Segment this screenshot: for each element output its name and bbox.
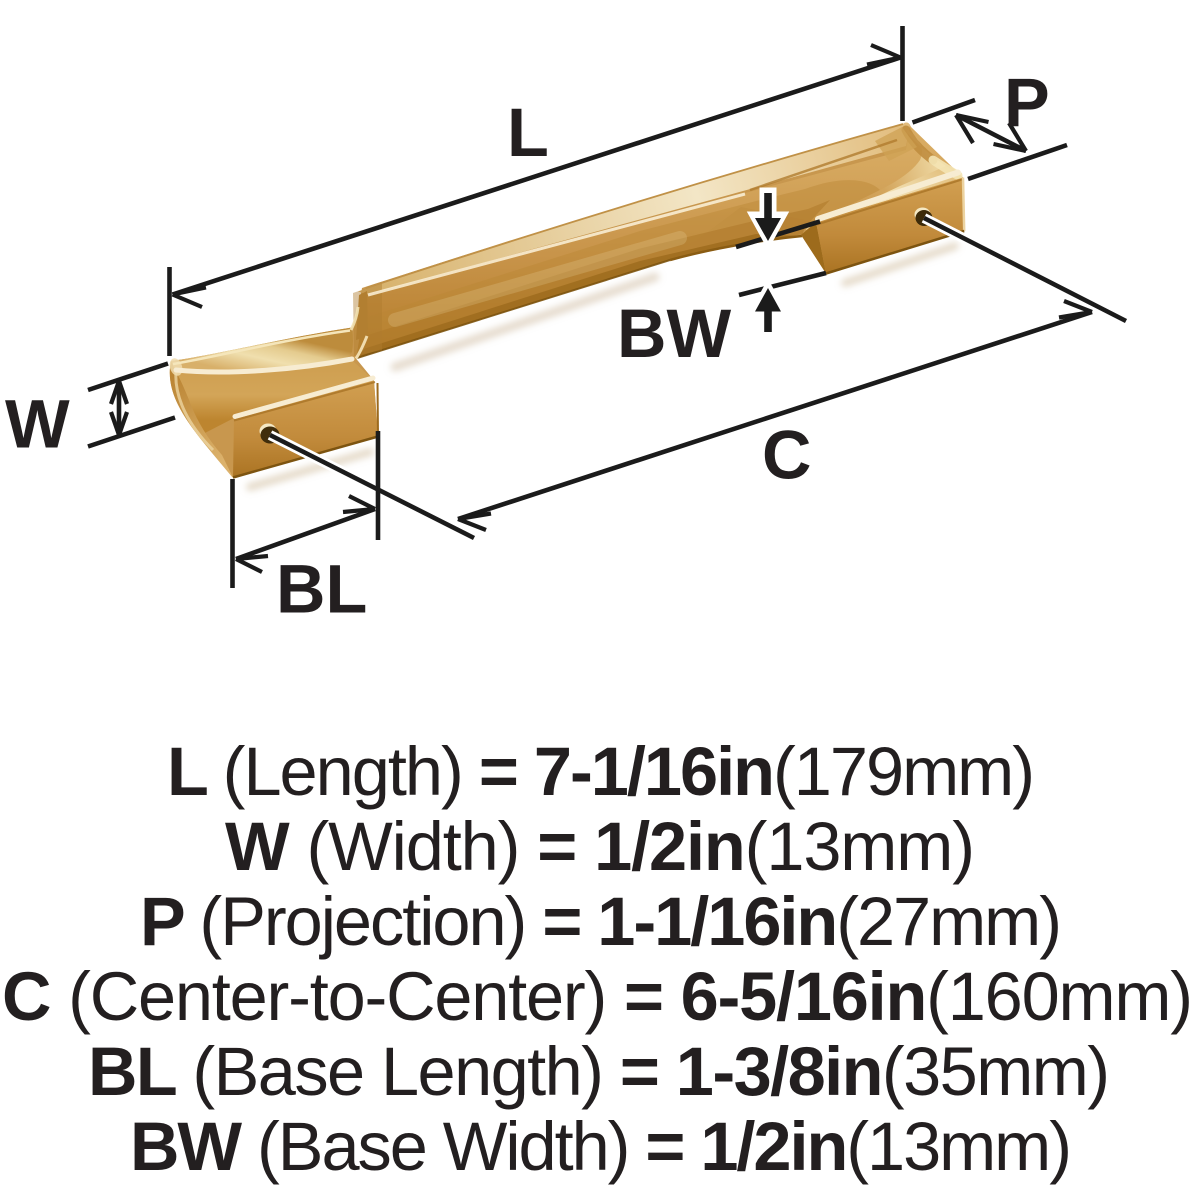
svg-text:BL (Base Length) = 1-3/8in(35m: BL (Base Length) = 1-3/8in(35mm) — [88, 1033, 1110, 1110]
svg-text:W: W — [5, 386, 70, 463]
svg-text:BW: BW — [617, 295, 731, 372]
svg-text:BW (Base Width) = 1/2in(13mm): BW (Base Width) = 1/2in(13mm) — [130, 1108, 1072, 1185]
svg-text:P: P — [1004, 64, 1050, 141]
svg-text:W (Width) = 1/2in(13mm): W (Width) = 1/2in(13mm) — [225, 808, 975, 885]
svg-text:C (Center-to-Center) = 6-5/16i: C (Center-to-Center) = 6-5/16in(160mm) — [2, 958, 1193, 1035]
svg-text:BL: BL — [276, 551, 367, 628]
svg-text:P (Projection) = 1-1/16in(27mm: P (Projection) = 1-1/16in(27mm) — [140, 883, 1062, 960]
svg-text:C: C — [762, 417, 811, 494]
svg-text:L (Length) = 7-1/16in(179mm): L (Length) = 7-1/16in(179mm) — [167, 733, 1035, 810]
svg-text:L: L — [507, 94, 549, 171]
